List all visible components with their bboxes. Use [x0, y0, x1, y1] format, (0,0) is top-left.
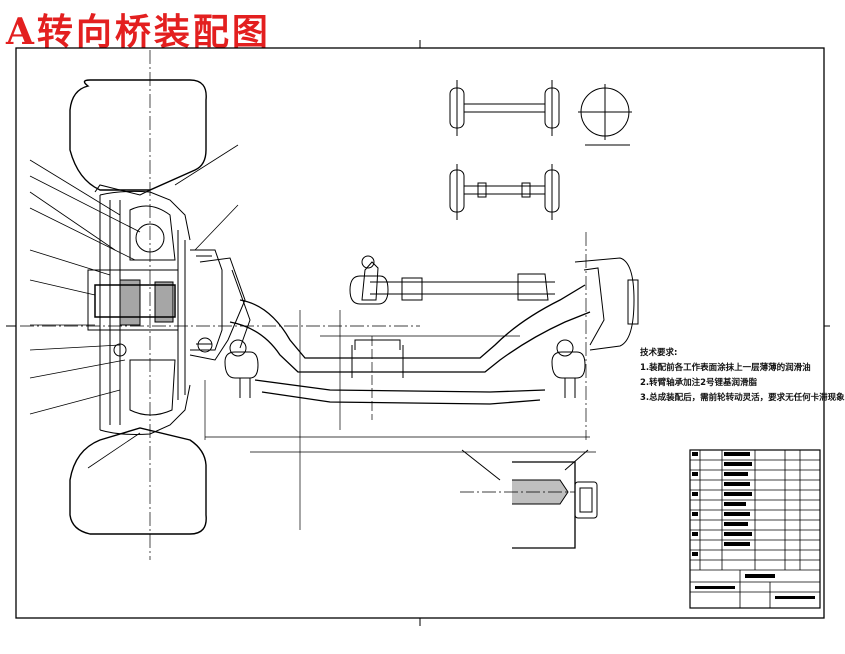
title-block	[689, 449, 821, 609]
drawing-title: A转向桥装配图	[6, 11, 271, 53]
technical-requirements: 技术要求: 1.装配前各工作表面涂抹上一层薄薄的润滑油 2.转臂轴承加注2号锂基…	[640, 346, 845, 406]
lower-tie-rod	[224, 339, 586, 398]
drawing-border	[15, 47, 825, 619]
tech-requirements-heading: 技术要求:	[640, 348, 678, 358]
tire-upper	[69, 79, 207, 196]
tie-rod-assembly	[349, 255, 555, 305]
schematic-plan-view-1	[449, 80, 632, 146]
steering-knuckle-arm	[189, 257, 251, 361]
right-knuckle	[574, 232, 639, 440]
tech-requirement-3: 3.总成装配后，需前轮转动灵活，要求无任何卡滞现象	[640, 393, 845, 403]
tech-requirement-1: 1.装配前各工作表面涂抹上一层薄薄的润滑油	[640, 363, 811, 373]
leader-lines-left	[29, 144, 239, 469]
schematic-plan-view-2	[449, 164, 560, 220]
wheel-hub-section	[87, 190, 223, 435]
dimension-lines	[204, 310, 596, 530]
spring-seat	[351, 339, 404, 378]
title-block-fills	[692, 452, 815, 599]
tire-lower	[69, 427, 207, 535]
detail-view-section	[460, 449, 598, 549]
tech-requirement-2: 2.转臂轴承加注2号锂基润滑脂	[640, 378, 758, 388]
front-axle-beam	[229, 284, 591, 405]
